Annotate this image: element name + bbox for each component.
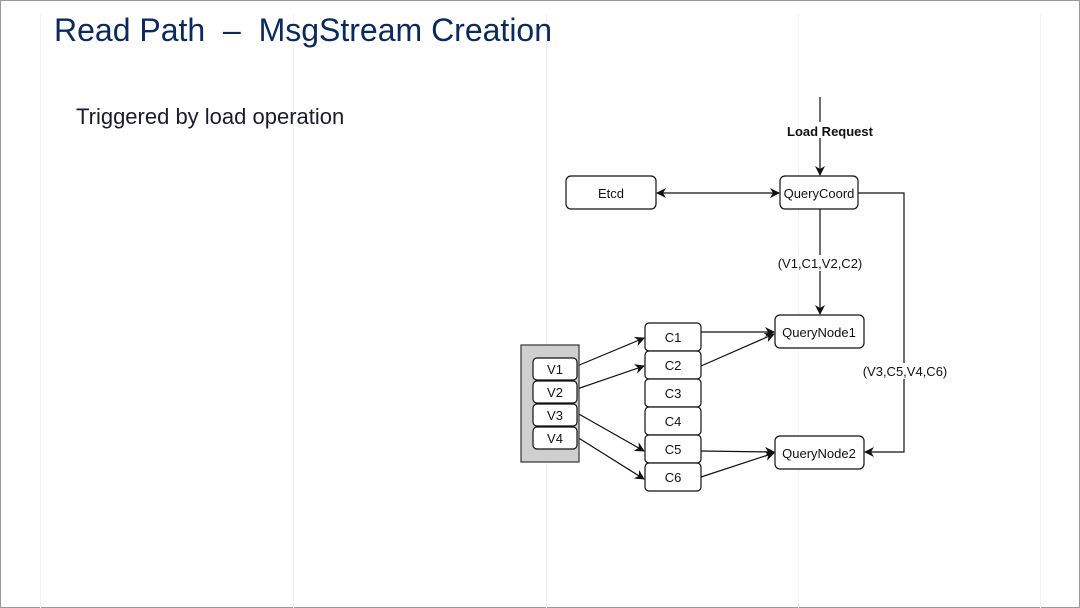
vchannel-v2: V2 [532, 380, 578, 404]
svg-text:V3: V3 [547, 408, 563, 423]
svg-text:V4: V4 [547, 431, 563, 446]
svg-text:C5: C5 [665, 442, 682, 457]
querycoord-node2-arrow [858, 192, 905, 457]
querycoord-node: QueryCoord [779, 175, 859, 210]
c2-node1-arrow [700, 333, 775, 367]
etcd-node: Etcd [565, 175, 657, 210]
vchannel-v3: V3 [532, 403, 578, 427]
vchannel-v1: V1 [532, 357, 578, 381]
svg-text:Etcd: Etcd [598, 186, 624, 201]
channel-c2: C2 [644, 350, 702, 380]
v1-c1-arrow [576, 336, 645, 367]
node1-channels-label: (V1,C1,V2,C2) [778, 256, 863, 271]
vchannel-v4: V4 [532, 426, 578, 450]
svg-text:V2: V2 [547, 385, 563, 400]
node2-channels-label: (V3,C5,V4,C6) [863, 364, 948, 379]
v3-c5-arrow [576, 412, 645, 452]
channel-c5: C5 [644, 434, 702, 464]
channel-c4: C4 [644, 406, 702, 436]
guide-line [40, 14, 41, 608]
querynode1: QueryNode1 [774, 314, 865, 349]
slide-subtitle: Triggered by load operation [76, 104, 345, 129]
svg-text:C2: C2 [665, 358, 682, 373]
querynode2: QueryNode2 [774, 435, 865, 470]
svg-text:C4: C4 [665, 414, 682, 429]
channel-c1: C1 [644, 322, 702, 352]
svg-text:V1: V1 [547, 362, 563, 377]
guide-line [798, 14, 799, 608]
v2-c2-arrow [576, 364, 645, 390]
slide-title: Read Path – MsgStream Creation [54, 12, 553, 48]
guide-line [293, 14, 294, 608]
load-request-label: Load Request [787, 124, 874, 139]
channel-c6: C6 [644, 462, 702, 492]
svg-text:C6: C6 [665, 470, 682, 485]
svg-text:QueryNode2: QueryNode2 [782, 446, 856, 461]
guide-line [1040, 14, 1041, 608]
svg-text:QueryNode1: QueryNode1 [782, 325, 856, 340]
channel-c3: C3 [644, 378, 702, 408]
svg-text:QueryCoord: QueryCoord [784, 186, 855, 201]
svg-text:C1: C1 [665, 330, 682, 345]
guide-line [546, 14, 547, 608]
svg-text:C3: C3 [665, 386, 682, 401]
c5-node2-arrow [700, 446, 775, 457]
c6-node2-arrow [700, 451, 775, 478]
v4-c6-arrow [576, 436, 645, 480]
